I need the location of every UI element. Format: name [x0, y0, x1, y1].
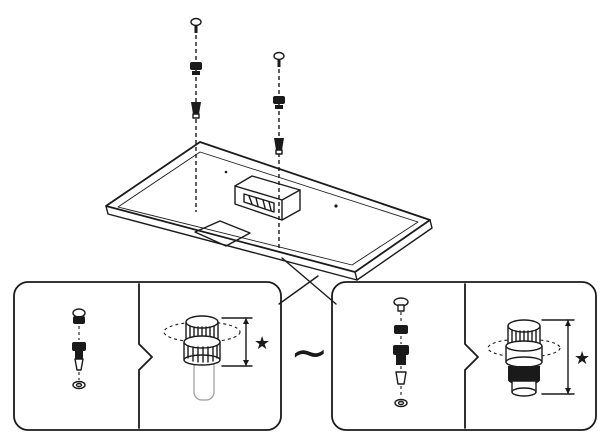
assembled-knob-left — [163, 315, 241, 401]
screw-column-left — [190, 17, 202, 212]
spacer-icon — [274, 138, 284, 155]
neck-mount — [234, 175, 301, 221]
screw-icon — [190, 17, 202, 33]
stand-base — [105, 141, 433, 281]
exploded-screw-set — [393, 297, 409, 408]
callout-line-left — [278, 275, 319, 305]
spacer-icon — [191, 102, 201, 119]
washer-icon — [273, 96, 285, 109]
screw-icon — [273, 51, 285, 67]
screw-column-right — [273, 51, 285, 252]
height-marker-star: ★ — [574, 348, 590, 369]
detail-panel-right: ★ — [331, 281, 597, 431]
height-marker-star: ★ — [254, 333, 270, 354]
height-dimension-right: ★ — [541, 319, 590, 395]
detail-panel-left: ★ — [13, 281, 282, 431]
height-dimension-left: ★ — [221, 317, 270, 367]
exploded-screw-set — [72, 308, 86, 390]
assembled-knob-right — [487, 319, 561, 397]
callout-line-right — [281, 257, 337, 305]
variant-separator: ~ — [290, 325, 329, 379]
washer-icon — [190, 62, 202, 75]
